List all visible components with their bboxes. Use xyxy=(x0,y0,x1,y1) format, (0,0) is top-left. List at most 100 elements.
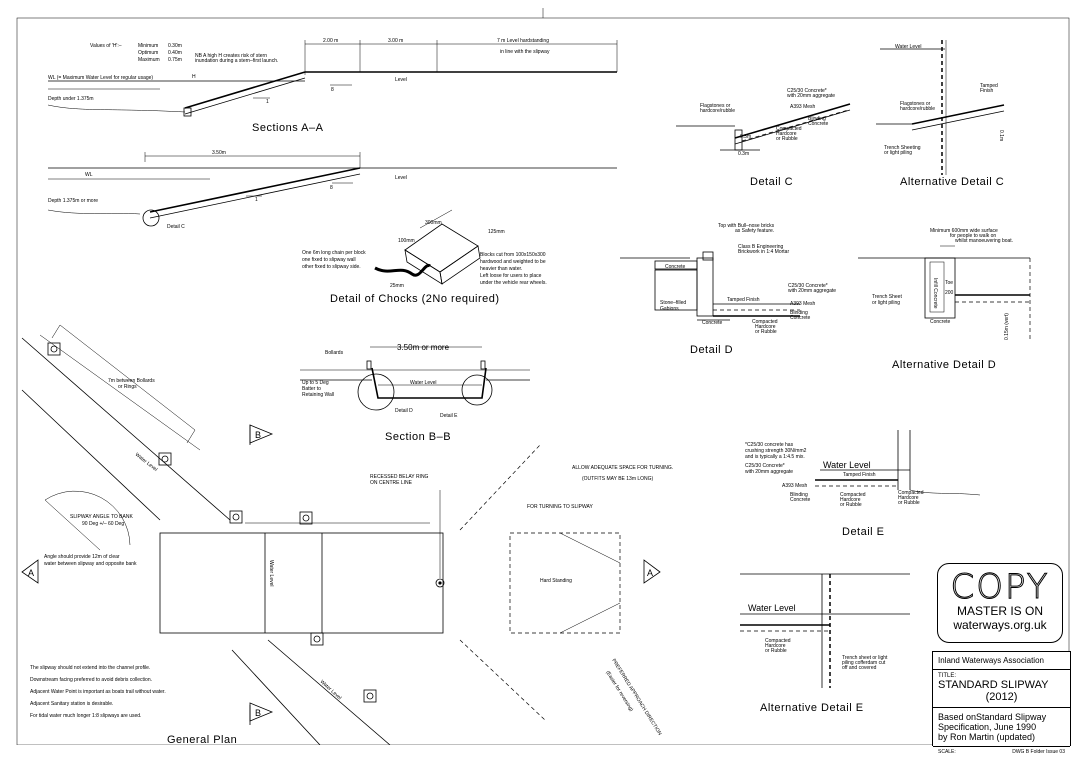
h-label: H xyxy=(192,74,196,80)
tb-desc-3: by Ron Martin (updated) xyxy=(938,732,1036,742)
tb-scale-row: SCALE: DWG B Folder Issue 03 xyxy=(933,746,1070,757)
chocks-title: Detail of Chocks (2No required) xyxy=(330,293,500,305)
max-val: 0.75m xyxy=(168,57,182,63)
tb-title-2: (2012) xyxy=(985,691,1018,703)
bb-title: Section B–B xyxy=(385,431,451,443)
plan-hard: Hard Standing xyxy=(540,578,572,584)
dc-comp-2: Hardcore xyxy=(776,131,797,137)
ae-comp-2: Hardcore xyxy=(765,643,786,649)
hardstand-1: 7 m Level hardstanding xyxy=(497,38,549,44)
ac-tamped-2: Finish xyxy=(980,88,994,94)
dc-concrete-1: C25/30 Concrete* xyxy=(787,88,827,94)
plan-clear-2: water between slipway and opposite bank xyxy=(44,561,137,567)
dd-top-1: Top with Bull–nose bricks xyxy=(718,223,775,229)
detail-d-ref: Detail D xyxy=(395,408,413,414)
de-conc-1: C25/30 Concrete* xyxy=(745,463,785,469)
plan-recessed-1: RECESSED BELAY RING xyxy=(370,474,429,480)
sheet-border xyxy=(16,17,1070,745)
section-bb: Bollards 3.50m or more Water Level Up to… xyxy=(300,343,530,443)
plan-bollards-2: or Rings xyxy=(118,384,137,390)
tb-dwg: DWG B Folder Issue 03 xyxy=(1012,749,1065,755)
tb-desc-1: Based onStandard Slipway xyxy=(938,712,1047,722)
tb-desc: Based onStandard Slipway Specification, … xyxy=(933,707,1070,746)
de-note-1: *C25/30 concrete has xyxy=(745,442,794,448)
general-plan: 7m between Bollards or Rings Water Level… xyxy=(21,324,673,745)
dc-d1: 0.3m xyxy=(740,134,751,140)
copy-line-1: MASTER IS ON xyxy=(956,604,1043,618)
ad-trench-1: Trench Sheet xyxy=(872,294,902,300)
dd-comp-2: Hardcore xyxy=(755,324,776,330)
detail-e-title: Detail E xyxy=(842,526,885,538)
dd-tamped: Tamped Finish xyxy=(727,297,760,303)
min-label: Minimum xyxy=(138,43,158,49)
max-label: Maximum xyxy=(138,57,160,63)
detail-c-title: Detail C xyxy=(750,176,793,188)
bollard-2 xyxy=(158,452,172,466)
bollard-1 xyxy=(47,342,61,356)
bollard-5 xyxy=(310,632,324,646)
plan-approach-1: PREFERRED APPROACH DIRECTION xyxy=(610,658,662,737)
batter-1: Up to 5 Deg xyxy=(302,380,329,386)
alt-detail-e-title: Alternative Detail E xyxy=(760,702,864,714)
dc-blinding-1: Blinding xyxy=(808,116,826,122)
de-note-2: crushing strength 30N/mm2 xyxy=(745,448,807,454)
dd-mesh: A393 Mesh xyxy=(790,301,816,307)
de-water: Water Level xyxy=(823,460,871,470)
ae-comp-3: or Rubble xyxy=(765,648,787,654)
dc-mesh: A393 Mesh xyxy=(790,104,816,110)
de-comp-3: or Rubble xyxy=(840,502,862,508)
wl-label: WL xyxy=(85,172,93,178)
hardstand-2: in line with the slipway xyxy=(500,49,550,55)
copy-line-2: waterways.org.uk xyxy=(953,618,1047,632)
dc-flag-1: Flagstones or xyxy=(700,103,731,109)
tb-title-1: STANDARD SLIPWAY xyxy=(938,679,1049,691)
tb-desc-2: Specification, June 1990 xyxy=(938,722,1037,732)
dc-d2: 0.3m xyxy=(738,151,749,157)
ad-dim2: 200 xyxy=(945,290,954,296)
chain-note-2: one fixed to slipway wall xyxy=(302,257,356,263)
dd-stone-1: Stone–filled xyxy=(660,300,686,306)
ac-tamped-1: Tamped xyxy=(980,83,998,89)
min-val: 0.30m xyxy=(168,43,182,49)
ae-trench-1: Trench sheet or light xyxy=(842,655,888,661)
plan-note-1: The slipway should not extend into the c… xyxy=(30,665,150,671)
level-label-2: Level xyxy=(395,175,407,181)
ad-concrete: Concrete xyxy=(930,319,951,325)
dc-comp-1: Compacted xyxy=(776,126,802,132)
values-label: Values of 'H':– xyxy=(90,43,122,49)
plan-water-vertical: Water Level xyxy=(268,560,274,587)
dd-class-2: Brickwork in 1:4 Mortar xyxy=(738,249,789,255)
ad-dim3: Toe xyxy=(945,280,953,286)
bb-dim: 3.50m or more xyxy=(397,343,450,352)
copy-word: COPY xyxy=(950,567,1050,607)
detail-c: Flagstones or hardcore/rubble C25/30 Con… xyxy=(676,88,851,188)
detail-e: *C25/30 concrete has crushing strength 3… xyxy=(745,430,981,538)
plan-bollards-1: 7m between Bollards xyxy=(108,378,155,384)
ae-water: Water Level xyxy=(748,603,796,613)
de-conc-2: with 20mm aggregate xyxy=(745,469,793,475)
chock-100: 100mm xyxy=(398,238,415,244)
ad-trench-2: or light piling xyxy=(872,300,900,306)
dd-conc-1: C25/30 Concrete* xyxy=(788,283,828,289)
plan-angle-2: 90 Deg +/– 60 Deg xyxy=(82,521,124,527)
dd-comp-1: Compacted xyxy=(752,319,778,325)
ae-trench-3: off and covered xyxy=(842,665,877,671)
section-aa-deep: 3.50m WL Detail C Level 8 1 Depth 1.375m… xyxy=(47,150,617,230)
detail-d-title: Detail D xyxy=(690,344,733,356)
bollard-3 xyxy=(229,510,243,524)
ac-dim: 0.1m xyxy=(998,130,1004,141)
batter-2: Batter to xyxy=(302,386,321,392)
gradient-1b: 1 xyxy=(255,197,258,203)
de-comp-6: or Rubble xyxy=(898,500,920,506)
de-comp-1: Compacted xyxy=(840,492,866,498)
wl-note: WL (= Maximum Water Level for regular us… xyxy=(48,75,153,81)
plan-note-4: Adjacent Sanitary station is desirable. xyxy=(30,701,113,707)
ac-water: Water Level xyxy=(895,44,922,50)
section-aa: Values of 'H':– Minimum 0.30m Optimum 0.… xyxy=(47,38,618,134)
plan-water-upper: Water Level xyxy=(134,452,159,473)
alt-detail-e: Water Level Compacted Hardcore or Rubble… xyxy=(740,573,910,714)
alt-detail-c-title: Alternative Detail C xyxy=(900,176,1004,188)
block-note-3: heavier than water. xyxy=(480,266,522,272)
de-blinding-2: Concrete xyxy=(790,497,811,503)
